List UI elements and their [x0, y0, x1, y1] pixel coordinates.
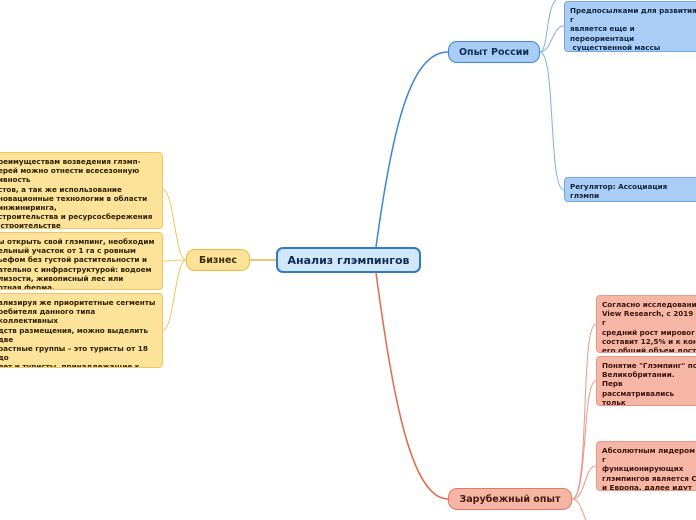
connector-business-item-1 [162, 189, 187, 261]
business-item-segments[interactable]: ализируя же приоритетные сегменты ребите… [0, 293, 163, 368]
connector-business-item-3 [162, 259, 187, 331]
connector-russia-item-2 [539, 51, 565, 191]
connector-root-foreign [375, 272, 449, 500]
russia-item-prerequisites[interactable]: Предпосылками для развития г является ещ… [564, 1, 696, 52]
branch-russia[interactable]: Опыт России [448, 41, 540, 63]
business-item-advantages[interactable]: реимуществам возведения глэмп- ерей можн… [0, 152, 163, 229]
foreign-item-concept[interactable]: Понятие "Глэмпинг" по Великобритании. Пе… [596, 356, 696, 406]
connector-foreign-item-2 [571, 380, 597, 500]
connector-root-russia [375, 51, 449, 248]
russia-item-regulator[interactable]: Регулятор: Ассоциация глэмпи России [564, 177, 696, 202]
branch-foreign[interactable]: Зарубежный опыт [448, 488, 572, 510]
branch-business[interactable]: Бизнес [186, 249, 250, 271]
connector-foreign-item-1 [571, 323, 597, 500]
foreign-item-leader[interactable]: Абсолютным лидером г функционирующих глэ… [596, 441, 696, 491]
connector-russia-top [539, 0, 557, 53]
business-item-land[interactable]: ы открыть свой глэмпинг, необходим ельны… [0, 232, 163, 290]
connector-foreign-bottom [571, 498, 587, 520]
connector-foreign-item-3 [571, 465, 597, 500]
foreign-item-research[interactable]: Согласно исследовани View Research, с 20… [596, 295, 696, 353]
connector-russia-item-1 [539, 25, 565, 53]
connector-business-item-2 [162, 259, 187, 262]
root-topic[interactable]: Анализ глэмпингов [276, 247, 421, 273]
